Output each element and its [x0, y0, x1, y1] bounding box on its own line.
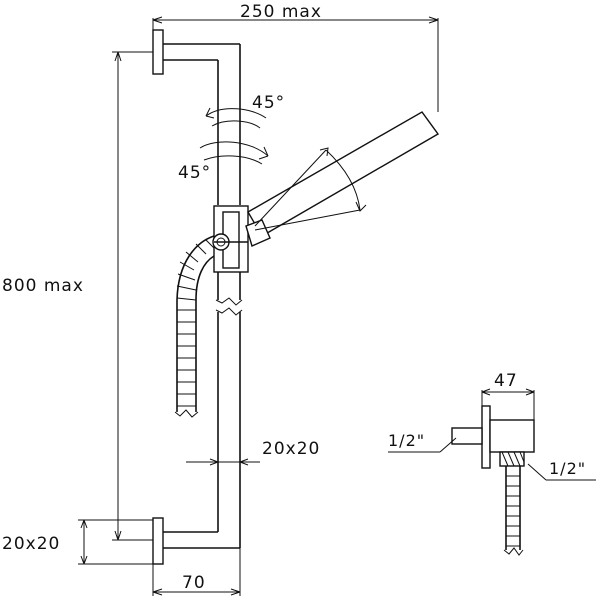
label-thread-inlet: 1/2": [388, 431, 425, 450]
label-thread-outlet: 1/2": [549, 459, 586, 478]
label-outlet-depth: 47: [494, 371, 518, 391]
dimension-wall-offset: [152, 548, 241, 596]
dimension-bar-section: [186, 458, 260, 466]
label-rotation-side: 45°: [178, 163, 211, 183]
label-wall-offset: 70: [182, 573, 206, 593]
label-height-max: 800 max: [2, 276, 84, 296]
rotation-arrows: [199, 107, 269, 165]
label-width-max: 250 max: [240, 2, 322, 22]
label-bar-section: 20x20: [262, 439, 320, 459]
bottom-wall-bracket: [152, 517, 241, 565]
hand-shower: [245, 111, 440, 247]
top-wall-bracket: [152, 29, 241, 75]
wall-outlet-detail: [388, 388, 596, 556]
shower-hose: [174, 235, 215, 418]
slide-rail: [215, 60, 243, 530]
label-rotation-top: 45°: [252, 93, 285, 113]
dimension-width-max: [152, 16, 439, 112]
slider-holder: [212, 205, 249, 273]
label-bracket-section: 20x20: [2, 534, 60, 554]
dimension-height-max: [112, 51, 153, 541]
dimension-bracket-section: [78, 519, 153, 565]
